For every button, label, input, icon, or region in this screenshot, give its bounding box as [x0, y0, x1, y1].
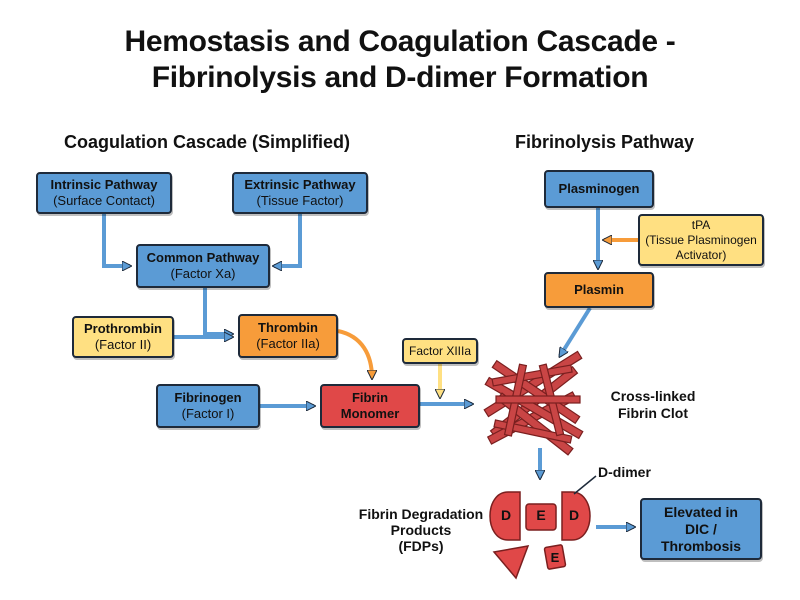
- intrinsic-line2: (Surface Contact): [53, 193, 155, 208]
- ddimer-leader: [573, 475, 597, 495]
- node-factor-xiiia: Factor XIIIa: [402, 338, 478, 364]
- extrinsic-line2: (Tissue Factor): [256, 193, 344, 208]
- node-plasmin: Plasmin: [544, 272, 654, 308]
- fdp-fragment-e: [543, 544, 567, 570]
- elevated-line1: Elevated in: [664, 503, 738, 520]
- arrow-common-to-thrombin: [203, 286, 232, 334]
- tpa-line2: (Tissue Plasminogen: [645, 232, 757, 247]
- node-extrinsic-pathway: Extrinsic Pathway (Tissue Factor): [232, 172, 368, 214]
- arrow-intrinsic-to-common: [102, 213, 130, 266]
- thrombin-line1: Thrombin: [258, 320, 318, 335]
- fdp-line1: Fibrin Degradation: [358, 506, 484, 522]
- clot-line1: Cross-linked: [610, 388, 696, 404]
- ddimer-letter-d-left: D: [500, 507, 512, 523]
- ddimer-letter-e: E: [536, 507, 546, 523]
- elevated-line2: DIC /: [685, 520, 717, 537]
- node-prothrombin: Prothrombin (Factor II): [72, 316, 174, 358]
- ddimer-letter-d-right: D: [568, 507, 580, 523]
- node-thrombin: Thrombin (Factor IIa): [238, 314, 338, 358]
- fdp-fragment-wedge: [492, 545, 530, 580]
- node-plasminogen: Plasminogen: [544, 170, 654, 208]
- title-line-2: Fibrinolysis and D-dimer Formation: [151, 61, 649, 94]
- label-ddimer: D-dimer: [598, 464, 651, 480]
- fibrin-clot-mesh: [483, 350, 584, 456]
- node-intrinsic-pathway: Intrinsic Pathway (Surface Contact): [36, 172, 172, 214]
- label-fdp: Fibrin Degradation Products (FDPs): [346, 506, 496, 554]
- prothrombin-line1: Prothrombin: [84, 321, 162, 336]
- thrombin-line2: (Factor IIa): [256, 336, 320, 351]
- ddimer-left-d: [489, 491, 521, 541]
- arrow-plasmin-to-clot: [558, 306, 592, 356]
- tpa-line3: Activator): [675, 247, 727, 262]
- elevated-line3: Thrombosis: [660, 537, 742, 554]
- diagram-title: Hemostasis and Coagulation Cascade - Fib…: [0, 24, 800, 96]
- prothrombin-line2: (Factor II): [94, 337, 152, 352]
- extrinsic-line1: Extrinsic Pathway: [244, 177, 356, 192]
- node-fibrinogen: Fibrinogen (Factor I): [156, 384, 260, 428]
- ddimer-center-e: [525, 503, 557, 531]
- plasminogen-line1: Plasminogen: [558, 181, 640, 196]
- common-line1: Common Pathway: [146, 250, 260, 265]
- title-line-1: Hemostasis and Coagulation Cascade -: [124, 25, 676, 58]
- fibrin-monomer-line2: Monomer: [340, 406, 400, 421]
- fdp-line2: Products: [390, 522, 452, 538]
- clot-line2: Fibrin Clot: [618, 405, 688, 421]
- node-elevated-dic-thrombosis: Elevated in DIC / Thrombosis: [640, 498, 762, 560]
- label-cross-linked-clot: Cross-linked Fibrin Clot: [598, 388, 708, 422]
- factor-xiiia-line1: Factor XIIIa: [408, 344, 472, 358]
- section-coagulation: Coagulation Cascade (Simplified): [64, 132, 351, 152]
- fibrinogen-line1: Fibrinogen: [174, 390, 242, 405]
- ddimer-shape: [489, 491, 591, 541]
- node-fibrin-monomer: Fibrin Monomer: [320, 384, 420, 428]
- fibrin-monomer-line1: Fibrin: [351, 390, 389, 405]
- common-line2: (Factor Xa): [170, 266, 236, 281]
- fibrinogen-line2: (Factor I): [181, 406, 235, 421]
- fdp-letter-e-small: E: [550, 550, 560, 565]
- section-fibrinolysis: Fibrinolysis Pathway: [515, 132, 695, 152]
- fdp-line3: (FDPs): [398, 538, 444, 554]
- node-common-pathway: Common Pathway (Factor Xa): [136, 244, 270, 288]
- node-tpa: tPA (Tissue Plasminogen Activator): [638, 214, 764, 266]
- plasmin-line1: Plasmin: [574, 282, 624, 297]
- tpa-line1: tPA: [691, 217, 711, 232]
- arrow-extrinsic-to-common: [274, 213, 302, 266]
- intrinsic-line1: Intrinsic Pathway: [50, 177, 158, 192]
- arrow-thrombin-to-fibrin: [337, 329, 372, 378]
